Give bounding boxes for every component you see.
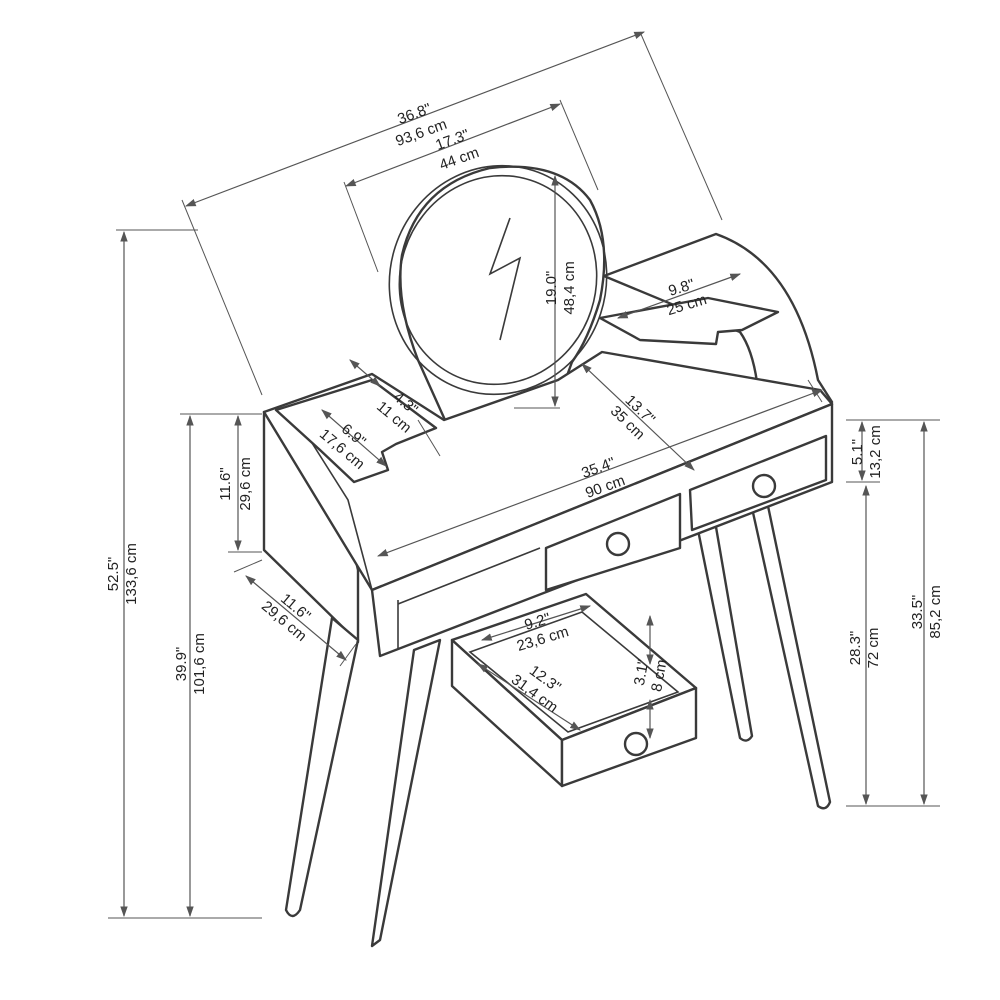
knob-drawer bbox=[623, 731, 649, 757]
right-shelf-imperial: 9.8" bbox=[667, 276, 697, 300]
knob-right bbox=[751, 473, 777, 499]
drawer-front-height-imperial: 5.1" bbox=[849, 439, 866, 465]
desk-height-imperial: 33.5" bbox=[909, 595, 926, 630]
leg-height-imperial: 28.3" bbox=[847, 631, 864, 666]
desk-height-metric: 85,2 cm bbox=[927, 585, 944, 638]
total-height-imperial: 52.5" bbox=[105, 557, 122, 592]
drawer-front-height-metric: 13,2 cm bbox=[867, 425, 884, 478]
top-height-metric: 101,6 cm bbox=[191, 633, 208, 695]
front-leg-left bbox=[284, 616, 360, 918]
total-height-metric: 133,6 cm bbox=[123, 543, 140, 605]
top-height-imperial: 39.9" bbox=[173, 647, 190, 682]
mirror-height-metric: 48,4 cm bbox=[561, 261, 578, 314]
side-height-imperial: 11.6" bbox=[217, 467, 234, 500]
drawer-height-imperial: 3.1" bbox=[631, 658, 652, 687]
front-leg-center bbox=[370, 638, 442, 948]
dimension-lines bbox=[108, 31, 940, 919]
back-leg-right bbox=[750, 504, 832, 810]
side-height-metric: 29,6 cm bbox=[237, 457, 254, 510]
vanity-table bbox=[262, 164, 834, 948]
drawer-height-metric: 8 cm bbox=[648, 658, 670, 693]
reflection-mark bbox=[488, 217, 522, 341]
leg-height-metric: 72 cm bbox=[865, 628, 882, 669]
knob-middle bbox=[605, 531, 631, 557]
back-leg-middle bbox=[696, 525, 754, 742]
mirror-height-imperial: 19.0" bbox=[543, 271, 560, 306]
drawer-width-imperial: 9.2" bbox=[523, 610, 553, 634]
